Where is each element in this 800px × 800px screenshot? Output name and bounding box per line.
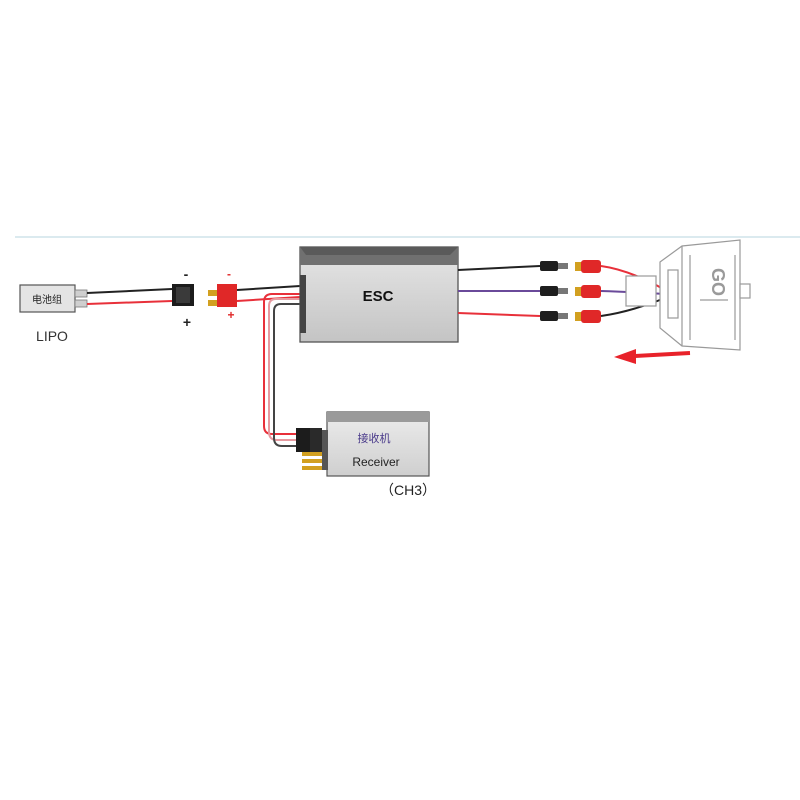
connector-minus-right: -	[227, 267, 231, 281]
esc-label: ESC	[363, 288, 394, 305]
connector-minus-left: -	[184, 266, 189, 282]
battery-pack: 电池组	[19, 284, 88, 313]
receiver-unit	[322, 411, 430, 477]
direction-arrow	[614, 349, 691, 364]
battery-connector	[172, 284, 194, 306]
esc-out-red	[457, 312, 541, 317]
esc-input-red	[236, 296, 301, 302]
motor-logo: GO	[708, 268, 728, 296]
battery-red-lead	[86, 300, 173, 305]
receiver-label-en: Receiver	[352, 455, 399, 469]
esc-input-black	[236, 285, 301, 291]
bullet-connector-bottom	[540, 310, 601, 323]
receiver-label-cn: 接收机	[358, 431, 391, 445]
battery-name: LIPO	[36, 328, 68, 344]
connector-plus-right: +	[227, 308, 234, 322]
esc-out-black	[457, 265, 541, 271]
edf-motor	[625, 239, 751, 351]
receiver-channel: （CH3）	[380, 482, 436, 498]
battery-black-lead	[86, 288, 173, 294]
bullet-connector-top	[540, 260, 601, 273]
esc-connector	[208, 284, 237, 307]
esc-unit	[299, 246, 459, 343]
receiver-signal-lead	[263, 293, 300, 447]
receiver-plug	[296, 428, 322, 470]
connector-plus-left: +	[183, 314, 191, 330]
bullet-connector-middle	[540, 285, 601, 298]
battery-box-label: 电池组	[32, 293, 62, 306]
